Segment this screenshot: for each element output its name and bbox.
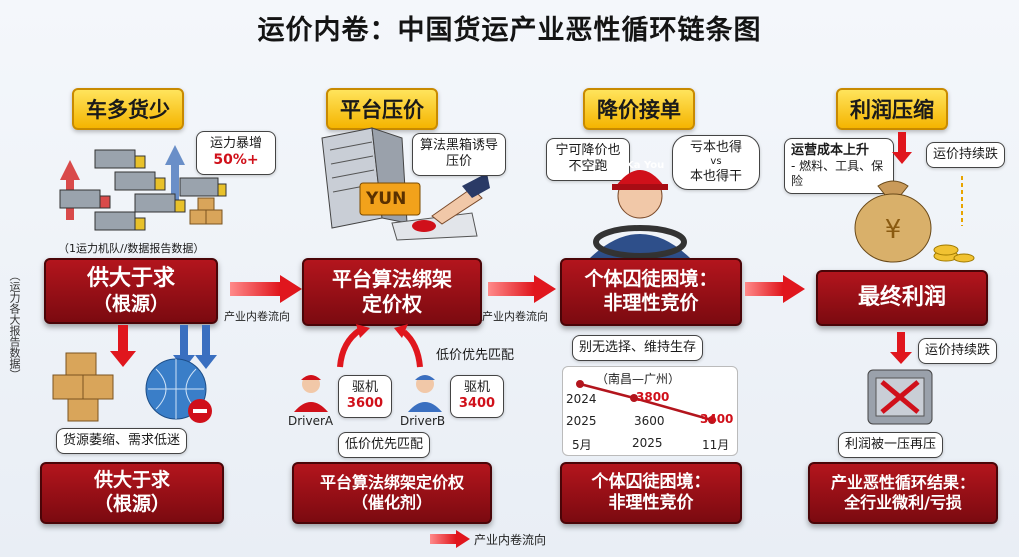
stage2-box: 平台算法绑架定价权 (302, 258, 482, 326)
stage4-trend2: 运价持续跌 (918, 338, 998, 365)
arrow-down-profit (890, 332, 912, 364)
server-label: YUN (366, 189, 407, 209)
stage1-callout: 运力暴增 50%+ (196, 131, 276, 175)
route-year-2: 2025 (566, 414, 597, 428)
boxes-globe-illustration (52, 352, 212, 423)
stage3-header: 降价接单 (583, 88, 695, 130)
route-chart (562, 366, 738, 456)
flow-arrow-3 (745, 275, 805, 303)
stage3-bottom-box: 个体囚徒困境：非理性竞价 (560, 462, 742, 524)
flow-arrow-1 (230, 275, 302, 303)
stage4-cost-box: 运营成本上升 - 燃料、工具、保险 (784, 138, 894, 195)
page-title: 运价内卷：中国货运产业恶性循环链条图 (257, 15, 762, 46)
route-title: （南昌—广州） (596, 372, 681, 386)
stage4-caption: 利润被一压再压 (838, 432, 944, 459)
legend-label: 产业内卷流向 (474, 533, 547, 547)
stage4-header: 利润压缩 (836, 88, 948, 130)
route-value-3: 3400 (700, 412, 734, 426)
stage4-box: 最终利润 (816, 270, 988, 326)
stage2-callout: 算法黑箱诱导压价 (412, 133, 506, 176)
stage1-bottom-box: 供大于求（根源） (40, 462, 224, 524)
stage3-bubble-right: 亏本也得 vs 本也得干 (672, 135, 760, 190)
stage1-caption: （1运力机队//数据报告数据） (58, 242, 205, 255)
trucks-illustration (59, 145, 227, 231)
stage1-header: 车多货少 (72, 88, 184, 130)
match-arrows (337, 324, 423, 368)
server-illustration (321, 127, 490, 241)
route-xlabel-1: 2025 (632, 436, 663, 450)
flow-label-2: 产业内卷流向 (482, 310, 548, 323)
arrow-down-cost (892, 132, 912, 164)
driverB-name: DriverB (400, 414, 446, 428)
driver-illustration (590, 170, 690, 259)
stage3-bubble-left: 宁可降价也不空跑 (546, 138, 630, 181)
stage1-bottom-caption: 货源萎缩、需求低迷 (56, 428, 188, 455)
driverA-name: DriverA (288, 414, 334, 428)
stage3-caption: 别无选择、维持生存 (572, 335, 704, 362)
legend-arrow (430, 530, 470, 548)
route-xlabel-2: 11月 (702, 438, 730, 452)
driverA-avatar (294, 375, 328, 412)
stage2-header: 平台压价 (326, 88, 438, 130)
safe-illustration (867, 369, 933, 425)
money-bag-illustration: ¥ (854, 176, 975, 263)
stage2-bottom-box: 平台算法绑架定价权（催化剂） (292, 462, 492, 524)
side-note: （运力各大报告数据） (8, 270, 21, 380)
cap-text: Ka You (626, 160, 665, 171)
stage4-trend1: 运价持续跌 (926, 142, 1006, 169)
flow-label-1: 产业内卷流向 (224, 310, 290, 323)
route-year-1: 2024 (566, 392, 597, 406)
stage4-bottom-box: 产业恶性循环结果：全行业微利/亏损 (808, 462, 998, 524)
stage3-box: 个体囚徒困境：非理性竞价 (560, 258, 742, 326)
route-month: 5月 (572, 438, 592, 452)
flow-arrow-2 (488, 275, 556, 303)
stage2-bottom-caption: 低价优先匹配 (338, 432, 431, 459)
route-value-2: 3600 (634, 414, 665, 428)
driverB-avatar (408, 375, 442, 412)
route-line (576, 380, 716, 424)
stage1-down-arrows (110, 325, 217, 369)
route-value-1: 3800 (636, 390, 670, 404)
stage1-box: 供大于求（根源） (44, 258, 218, 324)
svg-text:¥: ¥ (885, 215, 902, 245)
stage2-match-label: 低价优先匹配 (436, 348, 515, 363)
